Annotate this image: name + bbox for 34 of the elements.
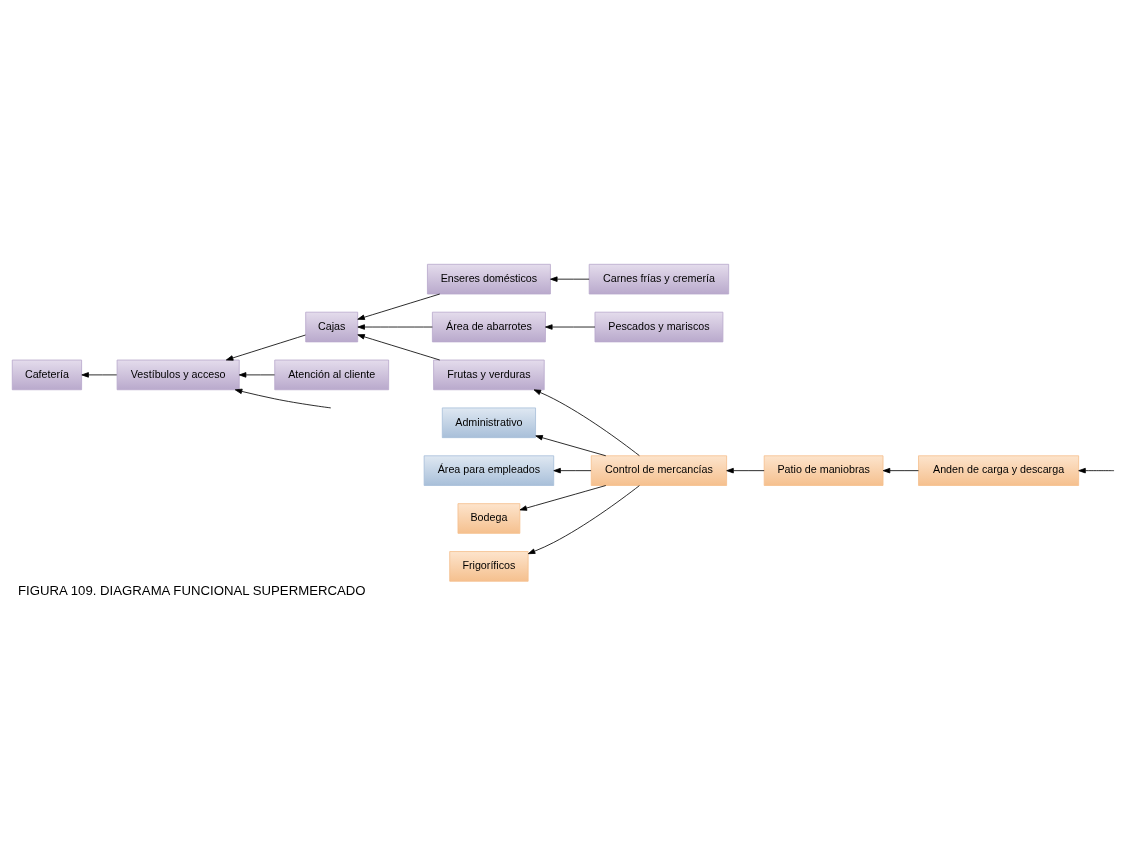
arrow bbox=[726, 467, 765, 473]
node-box: Patio de maniobras bbox=[763, 454, 884, 486]
node-box: Frutas y verduras bbox=[433, 359, 545, 390]
node-box: Cajas bbox=[305, 311, 359, 342]
arrow bbox=[1078, 467, 1115, 473]
node-box: Pescados y mariscos bbox=[594, 311, 724, 342]
node-box: Frigoríficos bbox=[449, 550, 529, 582]
node-box: Anden de carga y descarga bbox=[918, 454, 1080, 486]
node-box: Administrativo bbox=[441, 407, 536, 438]
arrow bbox=[882, 467, 919, 473]
arrow bbox=[535, 434, 607, 456]
node-box: Área de abarrotes bbox=[431, 311, 546, 342]
arrow bbox=[527, 484, 640, 554]
arrow bbox=[545, 323, 596, 330]
arrow bbox=[550, 275, 590, 282]
arrow bbox=[519, 484, 607, 511]
node-box: Carnes frías y cremería bbox=[588, 263, 730, 294]
arrow bbox=[225, 334, 306, 361]
arrow bbox=[81, 371, 118, 378]
arrow bbox=[357, 293, 441, 320]
arrow bbox=[234, 388, 332, 408]
node-box: Atención al cliente bbox=[274, 359, 390, 390]
node-box: Bodega bbox=[457, 502, 521, 534]
node-box: Control de mercancías bbox=[590, 454, 728, 486]
caption: FIGURA 109. DIAGRAMA FUNCIONAL SUPERMERCADO bbox=[17, 582, 366, 598]
node-box: Vestíbulos y acceso bbox=[116, 359, 240, 390]
node-box: Cafetería bbox=[11, 359, 83, 390]
arrow bbox=[533, 388, 640, 456]
arrow bbox=[357, 333, 441, 360]
node-box: Área para empleados bbox=[423, 454, 555, 486]
node-box: Enseres domésticos bbox=[427, 263, 551, 294]
arrow bbox=[553, 467, 592, 473]
arrow bbox=[238, 371, 275, 378]
arrow bbox=[357, 323, 433, 330]
